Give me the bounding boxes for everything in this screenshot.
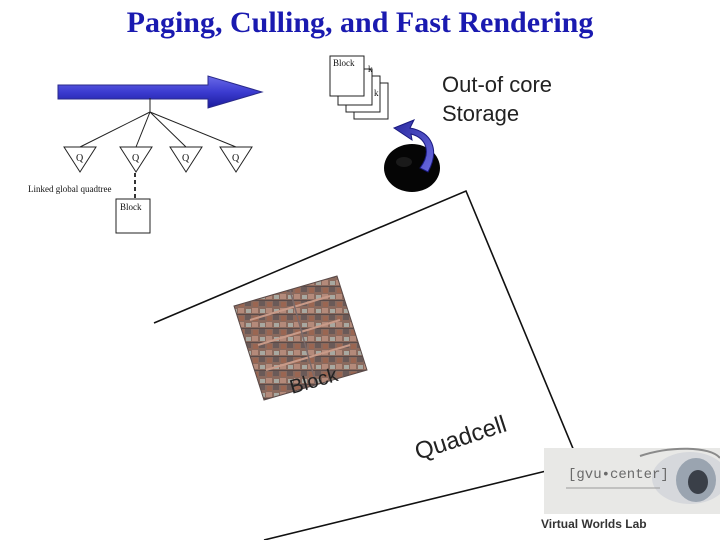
block-box-label: Block	[120, 202, 142, 212]
quadtree-edges	[79, 98, 237, 148]
slide-title: Paging, Culling, and Fast Rendering	[126, 6, 594, 39]
curved-arrow	[392, 119, 435, 173]
blue-arrow	[57, 75, 264, 109]
storage-label-line-1: Out-of core	[442, 72, 553, 97]
quadtree-node-1	[63, 146, 97, 173]
virtual-worlds-lab-text: Virtual Worlds Lab	[541, 517, 647, 531]
quadtree-node-label-3: Q	[182, 153, 190, 164]
quadtree-node-label-1: Q	[76, 153, 84, 164]
quadtree-node-3	[169, 146, 203, 173]
stacked-block-label-2: k	[368, 64, 373, 74]
quadtree-nodes: Q Q Q Q	[63, 146, 253, 173]
stacked-block-label-3: k	[374, 88, 379, 98]
linked-quadtree-label: Linked global quadtree	[28, 184, 111, 194]
storage-label-line-2: Storage	[442, 101, 520, 126]
quadcell-rect	[153, 189, 581, 540]
stacked-block-label-front: Block	[333, 58, 355, 68]
quadtree-node-4	[219, 146, 253, 173]
quadtree-node-label-4: Q	[232, 153, 240, 164]
storage-label: Out-of core Storage	[442, 70, 552, 128]
quadtree-node-label-2: Q	[132, 153, 140, 164]
stacked-blocks: Block k k	[329, 55, 389, 120]
aerial-block	[233, 275, 368, 401]
gvu-logo	[544, 447, 720, 514]
block-box	[115, 198, 151, 234]
gvu-center-text: [gvu•center]	[568, 467, 669, 483]
quadtree-node-2	[119, 146, 153, 173]
